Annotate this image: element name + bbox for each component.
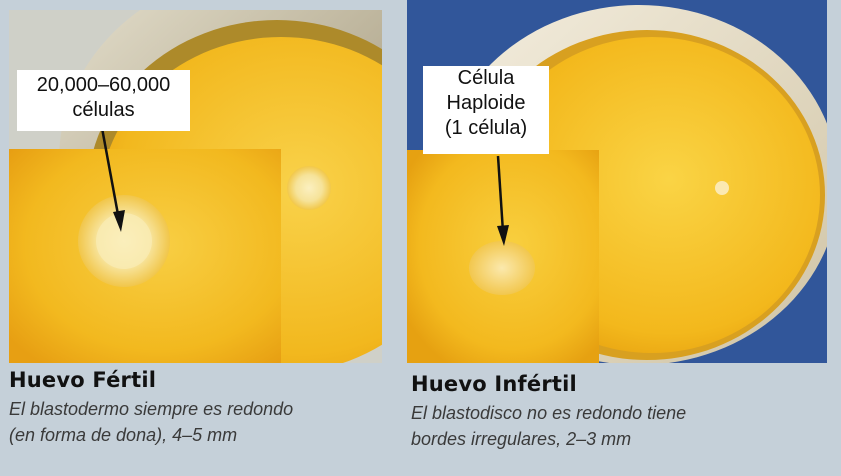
fertile-blastoderm-small: [287, 166, 331, 210]
arrow-icon: [113, 210, 125, 232]
infertile-callout-line2: Haploide: [446, 92, 526, 114]
fertile-egg-illustration: [9, 10, 382, 363]
infertile-description: El blastodisco no es redondo tiene borde…: [411, 400, 831, 452]
infertile-blastodisc-closeup: [469, 241, 535, 295]
fertile-callout-line2: células: [72, 99, 135, 121]
fertile-callout-line1: 20,000–60,000: [36, 74, 171, 96]
fertile-cell-count-label: 20,000–60,000 células: [17, 70, 190, 131]
fertile-description-line2: (en forma de dona), 4–5 mm: [9, 425, 238, 445]
infertile-description-line1: El blastodisco no es redondo tiene: [411, 403, 687, 423]
fertile-description-line1: El blastodermo siempre es redondo: [9, 399, 294, 419]
arrow-icon: [497, 225, 509, 246]
infertile-callout-line1: Célula: [457, 67, 515, 89]
fertile-title: Huevo Fértil: [9, 368, 157, 392]
infertile-cell-label: Célula Haploide (1 célula): [423, 66, 549, 154]
infertile-description-line2: bordes irregulares, 2–3 mm: [411, 429, 632, 449]
infertile-egg-illustration: [407, 0, 827, 363]
fertile-egg-photo: [9, 10, 382, 363]
infertile-callout-line3: (1 célula): [444, 117, 528, 139]
infertile-egg-photo: [407, 0, 827, 363]
fertile-description: El blastodermo siempre es redondo (en fo…: [9, 396, 389, 448]
infertile-blastodisc-small: [715, 181, 729, 195]
infertile-title: Huevo Infértil: [411, 372, 577, 396]
